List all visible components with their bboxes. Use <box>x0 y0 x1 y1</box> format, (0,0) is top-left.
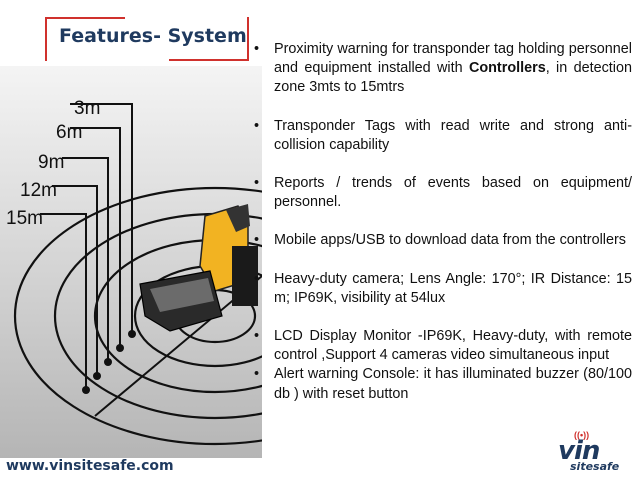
title-frame: Features- System <box>45 17 249 61</box>
list-item-bold-text: Controllers <box>468 60 546 77</box>
list-item: • Reports / trends of events based on eq… <box>250 174 632 212</box>
feature-list: • Proximity warning for transponder tag … <box>250 40 632 404</box>
wireless-signal-icon: ((•)) <box>574 430 590 440</box>
logo-sub-text: sitesafe <box>570 460 620 473</box>
website-url: www.vinsitesafe.com <box>6 458 174 474</box>
list-item: • Transponder Tags with read write and s… <box>250 117 632 155</box>
zone-label-9m: 9m <box>38 152 64 173</box>
brand-logo: ((•)) vin sitesafe <box>548 430 634 476</box>
bullet-marker: • <box>254 328 260 345</box>
list-item: • Alert warning Console: it has illumina… <box>250 365 632 403</box>
list-item-text: Alert warning Console: it has illuminate… <box>274 366 632 402</box>
loader-machine <box>139 204 258 332</box>
ring-15m <box>13 186 262 446</box>
bullet-marker: • <box>254 117 260 134</box>
zone-label-3m: 3m <box>74 98 100 119</box>
zone-labels: 3m 6m 9m 12m 15m <box>6 98 100 229</box>
detection-zone-graphic: 3m 6m 9m 12m 15m <box>0 66 262 458</box>
bullet-marker: • <box>254 270 260 287</box>
list-item: • Mobile apps/USB to download data from … <box>250 231 632 250</box>
detection-zone-illustration: 3m 6m 9m 12m 15m <box>0 66 262 458</box>
list-item-text-end: , in detection zone 3mts to 15mtrs <box>274 60 632 96</box>
page-title: Features- System <box>59 25 247 47</box>
list-item: • Heavy-duty camera; Lens Angle: 170°; I… <box>250 270 632 308</box>
list-item-text: Proximity warning for transponder tag ho… <box>274 41 632 77</box>
list-item-text: Mobile apps/USB to download data from th… <box>274 232 626 249</box>
list-item-text: Reports / trends of events based on equi… <box>274 175 632 211</box>
title-frame-left-line <box>45 17 47 61</box>
title-frame-top-line <box>45 17 125 19</box>
zone-label-15m: 15m <box>6 208 43 229</box>
bullet-marker: • <box>254 366 260 383</box>
zone-marker-dots <box>82 330 136 394</box>
list-item-text: Transponder Tags with read write and str… <box>274 117 632 153</box>
title-frame-right-line <box>247 17 249 61</box>
bullet-marker: • <box>254 41 260 57</box>
list-item: • Proximity warning for transponder tag … <box>250 40 632 98</box>
list-item: • LCD Display Monitor -IP69K, Heavy-duty… <box>250 327 632 365</box>
zone-label-6m: 6m <box>56 122 82 143</box>
logo-main-text: vin <box>558 436 600 466</box>
zone-leader-lines <box>40 103 133 390</box>
zone-label-12m: 12m <box>20 180 57 201</box>
list-item-text: LCD Display Monitor -IP69K, Heavy-duty, … <box>274 328 632 364</box>
title-frame-bottom-line <box>169 59 249 61</box>
bullet-marker: • <box>254 175 260 192</box>
bullet-marker: • <box>254 232 260 249</box>
list-item-text: Heavy-duty camera; Lens Angle: 170°; IR … <box>274 270 632 306</box>
